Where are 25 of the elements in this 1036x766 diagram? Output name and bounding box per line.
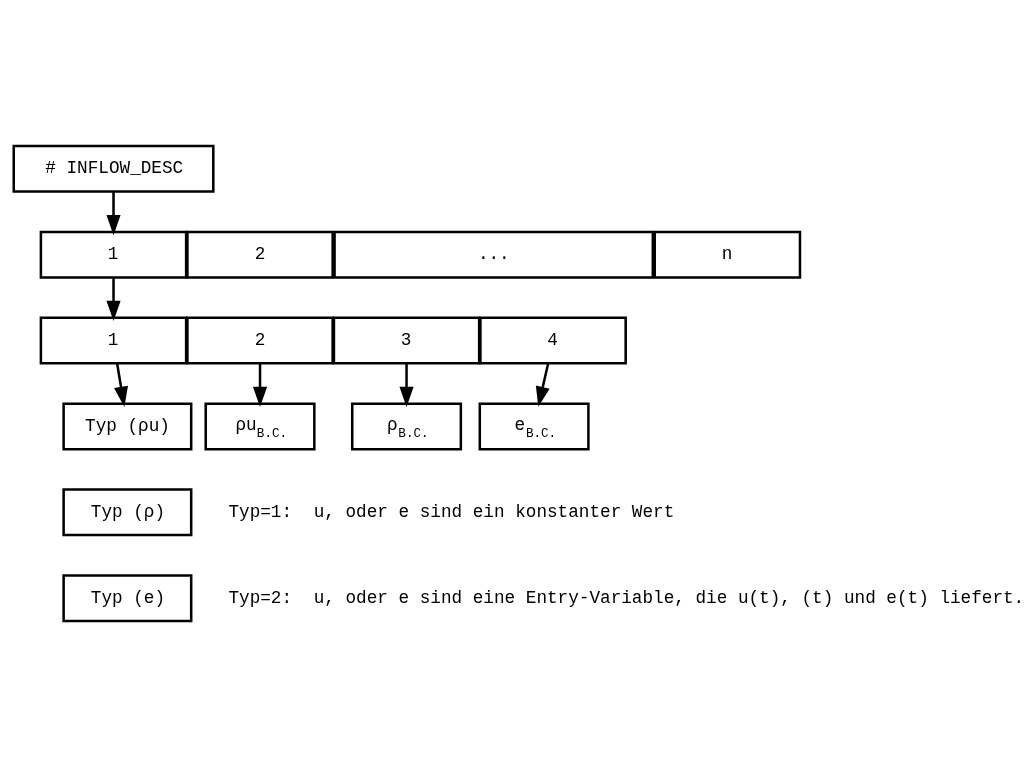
label: Typ=2: [228,587,293,608]
node-box: e$_{B.C.}$ [478,401,590,450]
label: u, oder e sind ein konstanter Wert [313,501,675,522]
arrow [535,362,550,407]
node-box: n [653,230,802,279]
node-box: ρ$_{B.C.}$ [350,401,463,450]
label: Typ=1: [228,501,293,522]
arrow [399,363,414,407]
arrow [106,191,121,235]
arrow [252,363,268,407]
node-box: 4 [479,316,627,365]
node-box: Typ (ρu) [62,401,193,450]
arrow [106,277,121,321]
node-box: ρu$_{B.C.}$ [204,401,316,450]
node-box: ... [333,230,655,279]
label: u, oder e sind eine Entry-Variable, die u(t), (t) und e(t) liefert. [313,587,1025,608]
node-box: 3 [332,316,481,365]
node-box: 2 [186,230,334,279]
node-box: 1 [39,230,188,279]
node-box: 2 [186,316,334,365]
node-box: 1 [39,316,188,365]
arrow [114,363,129,407]
node-box: # INFLOW_DESC [12,144,215,193]
node-box: Typ (e) [62,573,193,622]
node-box: Typ (ρ) [62,487,193,536]
